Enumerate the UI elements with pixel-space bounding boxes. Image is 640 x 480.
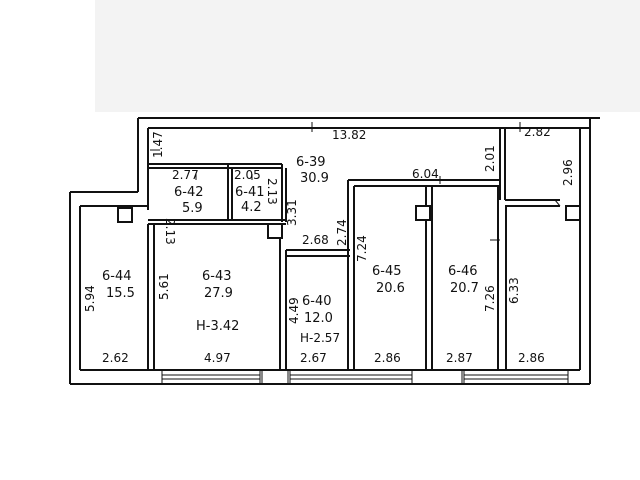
- dimension-label: 2.62: [102, 351, 129, 365]
- dimension-label: 2.68: [302, 233, 329, 247]
- columns: [117, 205, 581, 239]
- dimension-label: 2.86: [374, 351, 401, 365]
- room-area: 4.2: [241, 200, 262, 215]
- dimension-label: 2.74: [335, 219, 349, 246]
- dimension-ticks: [150, 122, 561, 241]
- room-area: 27.9: [204, 286, 233, 301]
- dimension-label: 4.97: [204, 351, 231, 365]
- room-code: 6-39: [296, 155, 326, 170]
- ceiling-height: H-3.42: [196, 319, 239, 334]
- dimension-label: 2.77: [172, 168, 199, 182]
- ceiling-height: H-2.57: [300, 331, 340, 345]
- dimension-label: 4.49: [287, 297, 301, 324]
- room-area: 12.0: [304, 311, 333, 326]
- dimension-label: 7.26: [483, 285, 497, 312]
- dimension-label: 5.94: [83, 285, 97, 312]
- room-area: 15.5: [106, 286, 135, 301]
- dimension-label: 2.87: [446, 351, 473, 365]
- dimension-label: 2.13: [163, 218, 177, 245]
- room-code: 6-46: [448, 264, 478, 279]
- dimension-labels: 13.82 2.82 1.47 2.01 2.96 2.77 2.05 2.13…: [83, 125, 575, 365]
- room-code: 6-44: [102, 269, 132, 284]
- dimension-label: 7.24: [355, 235, 369, 262]
- dimension-label: 6.04: [412, 167, 439, 181]
- dimension-label: 1.47: [151, 131, 165, 158]
- dimension-label: 5.61: [157, 273, 171, 300]
- room-code: 6-43: [202, 269, 232, 284]
- dimension-label: 2.86: [518, 351, 545, 365]
- dimension-label: 2.82: [524, 125, 551, 139]
- windows: [161, 369, 569, 385]
- room-code: 6-41: [235, 185, 265, 200]
- dimension-label: 2.13: [265, 178, 279, 205]
- dimension-label: 2.96: [561, 159, 575, 186]
- dimension-label: 2.01: [483, 145, 497, 172]
- room-code: 6-45: [372, 264, 402, 279]
- room-area: 30.9: [300, 171, 329, 186]
- dimension-label: 6.33: [507, 277, 521, 304]
- dimension-label: 2.05: [234, 168, 261, 182]
- room-labels: 6-39 30.9 6-42 5.9 6-41 4.2 6-44 15.5 6-…: [102, 155, 479, 345]
- dimension-label: 13.82: [332, 128, 366, 142]
- room-area: 20.6: [376, 281, 405, 296]
- dimension-label: 3.31: [285, 199, 299, 226]
- room-area: 20.7: [450, 281, 479, 296]
- dimension-label: 2.67: [300, 351, 327, 365]
- background-band: [95, 0, 640, 112]
- room-area: 5.9: [182, 201, 203, 216]
- room-code: 6-42: [174, 185, 204, 200]
- room-code: 6-40: [302, 294, 332, 309]
